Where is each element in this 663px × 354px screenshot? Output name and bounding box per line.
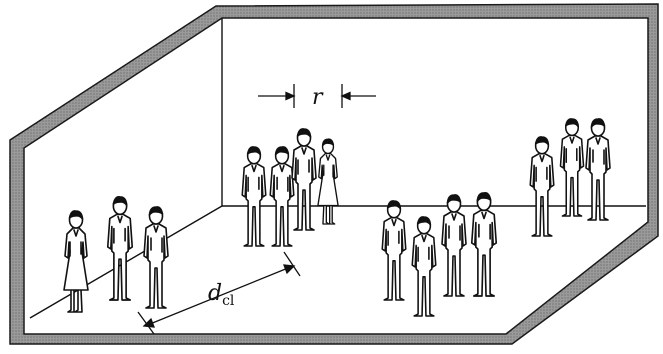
person-body [382, 218, 406, 300]
person-front-man-1 [382, 201, 406, 300]
person-body [318, 153, 338, 224]
person-body [472, 210, 496, 296]
person-body [242, 164, 266, 246]
person-body [270, 164, 294, 246]
person-body [108, 214, 132, 300]
person-body [586, 136, 610, 220]
dcl-arrow-head-top [284, 265, 294, 273]
person-front-man-4 [472, 193, 496, 296]
r-arrow-right-head [342, 93, 350, 100]
person-body [560, 135, 583, 216]
dcl-subscript: cl [222, 293, 235, 309]
person-body [144, 224, 168, 308]
person-center-man-3 [292, 129, 316, 230]
person-left-man-1 [108, 197, 132, 300]
r-arrow-left-head [286, 93, 294, 100]
people-group [64, 119, 610, 316]
person-right-man-3 [586, 119, 610, 220]
person-center-man-1 [242, 147, 266, 246]
person-left-man-2 [144, 207, 168, 308]
person-front-man-2 [412, 217, 436, 316]
person-body [442, 212, 466, 296]
dcl-label: dcl [208, 281, 235, 309]
person-body [64, 228, 88, 312]
person-center-man-2 [270, 147, 294, 246]
person-body [412, 234, 436, 316]
person-body [292, 146, 316, 230]
person-right-man-1 [530, 137, 554, 236]
person-right-man-2 [560, 119, 583, 216]
person-center-woman [318, 139, 338, 224]
dcl-main: d [208, 281, 222, 306]
person-front-man-3 [442, 195, 466, 296]
person-body [530, 154, 554, 236]
r-label: r [312, 85, 324, 110]
